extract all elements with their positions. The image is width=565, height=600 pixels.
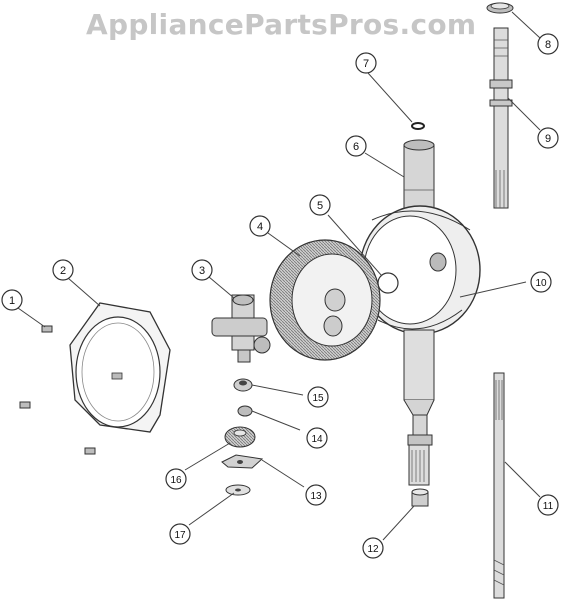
part-transmission-housing — [359, 139, 481, 486]
callout-circle — [309, 194, 331, 216]
callout-label: 2 — [60, 265, 66, 277]
callout-label: 6 — [353, 141, 359, 153]
callout-label: 14 — [311, 434, 323, 445]
callout-label: 13 — [310, 491, 322, 502]
part-spin-shaft — [489, 27, 513, 209]
part-plate-13 — [221, 454, 264, 469]
callout-12[interactable]: 12 — [362, 537, 384, 559]
callout-label: 12 — [367, 544, 379, 555]
callout-circle — [530, 271, 552, 293]
callout-circle — [249, 215, 271, 237]
callout-10[interactable]: 10 — [530, 271, 552, 293]
callout-circle — [345, 135, 367, 157]
callout-circle — [307, 386, 329, 408]
callout-label: 1 — [9, 295, 15, 307]
part-nut-14 — [237, 405, 253, 417]
callout-label: 8 — [545, 39, 551, 51]
callout-circle — [537, 127, 559, 149]
callout-1[interactable]: 1 — [1, 289, 23, 311]
callout-circle — [306, 427, 328, 449]
callout-circle — [305, 484, 327, 506]
callout-circle — [537, 33, 559, 55]
callout-label: 17 — [174, 530, 186, 541]
callout-label: 16 — [170, 475, 182, 486]
callout-9[interactable]: 9 — [537, 127, 559, 149]
callout-17[interactable]: 17 — [169, 523, 191, 545]
callout-label: 7 — [363, 58, 369, 70]
callout-14[interactable]: 14 — [306, 427, 328, 449]
callout-label: 5 — [317, 200, 323, 212]
callout-circle — [355, 52, 377, 74]
leader-lines — [17, 11, 541, 541]
callout-circle — [52, 259, 74, 281]
part-cap — [486, 2, 514, 14]
part-pinion-assembly — [211, 294, 271, 363]
part-bushing — [411, 488, 429, 507]
part-gear — [269, 239, 381, 361]
callout-circle — [537, 494, 559, 516]
callout-3[interactable]: 3 — [191, 259, 213, 281]
part-screws — [19, 325, 96, 455]
part-o-ring — [411, 122, 425, 130]
callout-label: 11 — [543, 501, 554, 512]
callout-11[interactable]: 11 — [537, 494, 559, 516]
callout-circle — [1, 289, 23, 311]
callout-8[interactable]: 8 — [537, 33, 559, 55]
callout-6[interactable]: 6 — [345, 135, 367, 157]
callout-label: 3 — [199, 265, 205, 277]
watermark: AppliancePartsPros.com — [86, 8, 477, 41]
callout-circle — [191, 259, 213, 281]
callout-4[interactable]: 4 — [249, 215, 271, 237]
part-washer-17 — [225, 484, 251, 496]
callout-5[interactable]: 5 — [309, 194, 331, 216]
part-washer-15 — [233, 378, 253, 392]
callout-circle — [169, 523, 191, 545]
callout-circle — [362, 537, 384, 559]
callout-circle — [165, 468, 187, 490]
callout-7[interactable]: 7 — [355, 52, 377, 74]
callout-15[interactable]: 15 — [307, 386, 329, 408]
callout-2[interactable]: 2 — [52, 259, 74, 281]
callout-label: 15 — [312, 393, 324, 404]
callout-16[interactable]: 16 — [165, 468, 187, 490]
part-cover-plate — [69, 302, 171, 433]
callout-label: 9 — [545, 133, 551, 145]
callout-13[interactable]: 13 — [305, 484, 327, 506]
part-agitator-shaft — [493, 372, 505, 599]
callout-label: 10 — [535, 278, 547, 289]
callout-label: 4 — [257, 221, 263, 233]
part-pinion-16 — [224, 426, 256, 448]
